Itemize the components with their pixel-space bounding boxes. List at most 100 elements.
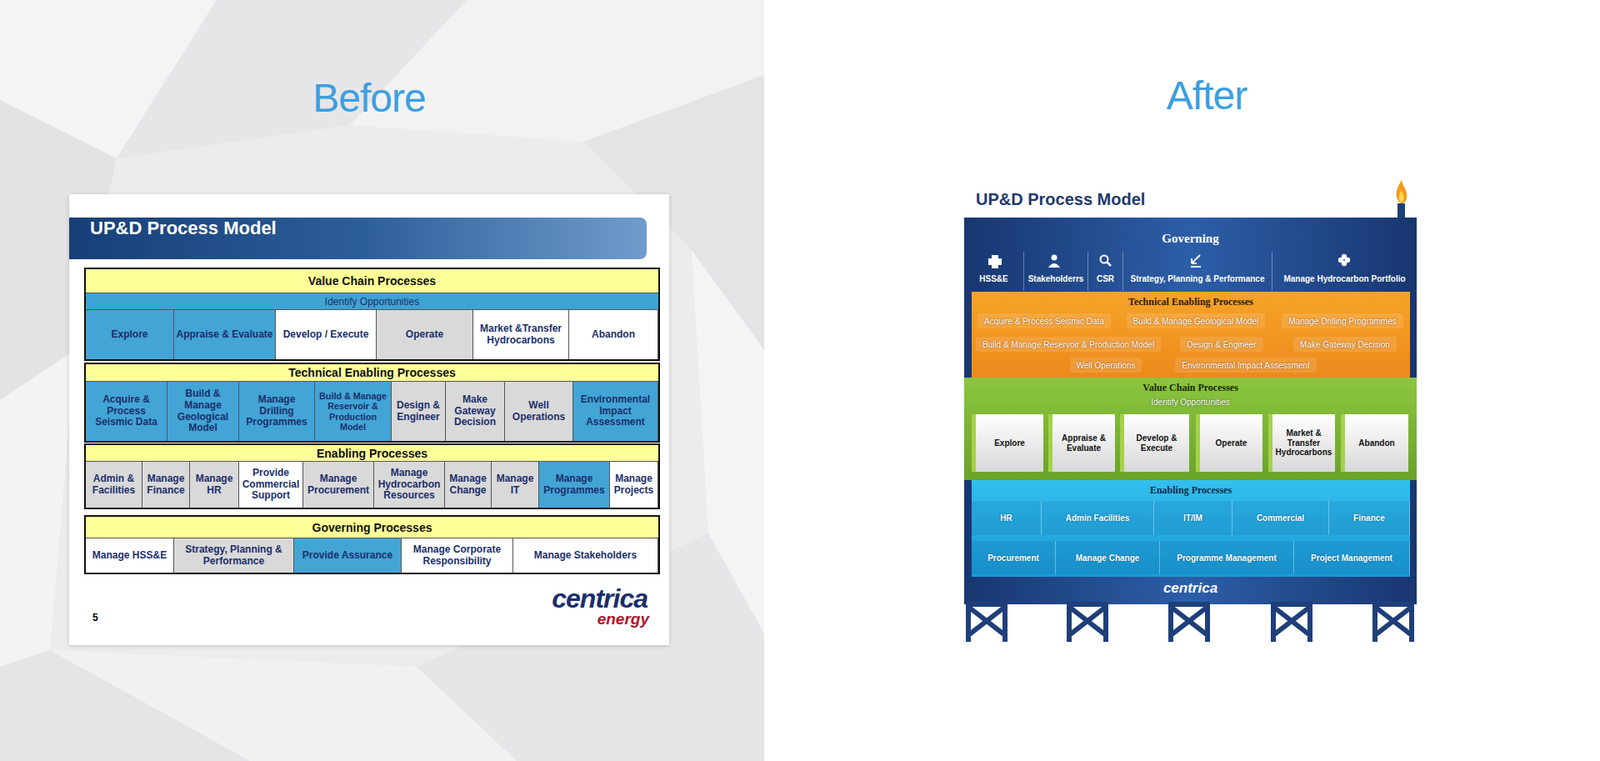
node-text: After [964,72,1450,119]
value-chain-box: Appraise & Evaluate [1048,414,1115,472]
node-text: Programme Management [1176,553,1276,563]
node-text: Design & Engineer [1186,340,1256,350]
flare-flame [1396,180,1408,204]
node-text: HR [1000,513,1012,523]
value-chain-box: Develop & Execute [1120,414,1190,472]
node-text: Strategy, Planning & Performance [175,544,292,568]
node-text: Manage IT [493,473,537,497]
process-box: Acquire & Process Seismic Data [85,381,168,441]
brand-subtitle: energy [597,610,650,627]
node-text: Technical Enabling Processes [971,295,1410,309]
process-box: Appraise & Evaluate [174,310,276,360]
value-chain-band: Value Chain ProcessesIdentify Opportunit… [964,377,1417,480]
node-text: Value Chain Processes [85,269,659,294]
process-box: Build & Manage Reservoir & Production Mo… [315,381,392,441]
node-text: Make Gateway Decision [1300,340,1390,350]
governing-band: GoverningHSS&E StakeholderrsCSRStrategy, … [964,226,1417,291]
node-text: Develop / Execute [283,329,370,341]
process-pill: Manage Drilling Programmes [1281,313,1404,329]
process-pill: Acquire & Process Seismic Data [977,313,1111,329]
node-text: Provide Assurance [302,550,393,562]
node-text: Governing [964,231,1417,246]
process-box: Design & Engineer [391,381,446,441]
process-group: Technical Enabling ProcessesAcquire & Pr… [85,364,659,441]
enabling-item: Admin Facilities [1041,500,1155,535]
node-text: Manage Finance [144,473,188,497]
node-text: Environmental Impact Assessment [575,394,656,429]
node-text: Manage Change [1075,553,1140,563]
flare-stack [1397,203,1405,219]
enabling-item: IT/IM [1154,500,1233,535]
node-text: Manage Drilling Programmes [1288,316,1397,326]
node-text: Commercial [1256,513,1305,523]
process-box: Strategy, Planning & Performance [174,538,295,573]
governing-item: Strategy, Planning & Performance [1122,251,1272,291]
node-text: Build & Manage Geological Model [1133,316,1260,326]
process-box: Admin & Facilities [85,461,143,508]
node-text: Provide Commercial Support [240,467,301,502]
node-text: Abandon [1358,438,1395,449]
node-text: Before [69,75,670,121]
node-text: Governing Processes [85,516,659,539]
node-text: UP&D Process Model [90,217,277,240]
process-pill: Design & Engineer [1180,336,1263,352]
node-text: Explore [110,329,148,341]
process-box: Provide Assurance [294,538,402,573]
node-text: Appraise & Evaluate [1055,433,1112,453]
node-text: Manage Programmes [540,473,608,497]
process-box: Operate [376,310,474,360]
process-box: Provide Commercial Support [239,461,304,508]
node-text: Market & Transfer Hydrocarbons [1275,428,1333,458]
node-text: Procurement [987,553,1040,563]
process-box: Manage Stakeholders [513,538,659,573]
platform-panel: AfterGoverningHSS&EStakeholderrsCSRStrat… [964,183,1417,643]
platform-leg [965,604,1008,642]
node-text: Admin & Facilities [87,473,140,497]
governing-icons [988,254,1350,269]
node-text: Design & Engineer [393,400,444,424]
governing-item: Stakeholderrs [1023,251,1088,291]
node-text: Build & Manage Geological Model [169,388,237,435]
page-number: 5 [92,611,99,624]
node-text: HSS&E [979,274,1008,284]
node-text: Develop & Execute [1127,433,1186,453]
governing-item: HSS&E [964,251,1024,291]
governing-item: CSR [1087,251,1123,291]
node-text: Explore [994,438,1025,449]
node-text: Identify Opportunities [325,295,420,308]
process-box: Market &Transfer Hydrocarbons [473,310,570,360]
node-text: Finance [1353,513,1385,523]
process-box: Make Gateway Decision [445,381,505,441]
node-text: Enabling Processes [971,484,1410,497]
process-box: Manage Procurement [303,461,375,508]
process-pill: Well Operations [1070,357,1143,373]
node-text: Enabling Processes [85,445,659,462]
node-text: Manage Stakeholders [534,550,637,562]
brand-logo: centrica [551,585,648,612]
node-text: Abandon [591,329,635,341]
enabling-item: Programme Management [1160,540,1295,575]
process-group: Enabling ProcessesAdmin & FacilitiesMana… [85,445,659,508]
platform-leg [1168,604,1210,642]
node-text: Admin Facilities [1065,513,1130,523]
process-box: Manage Hydrocarbon Resources [374,461,445,508]
process-box: Manage Corporate Responsibility [401,538,514,573]
node-text: Value Chain Processes [964,381,1417,395]
slide-panel: BeforeUP&D Process ModelValue Chain Proc… [69,194,670,645]
node-text: Project Management [1310,553,1393,563]
node-text: Appraise & Evaluate [175,329,273,341]
governing-item: Manage Hydrocarbon Portfolio [1271,251,1417,291]
platform-legs [965,604,1415,642]
brand-logo: centrica [964,580,1417,597]
node-text: Identify Opportunities [964,397,1417,407]
opportunity-band: Identify Opportunities [85,293,659,310]
process-box: Manage Projects [610,461,659,508]
process-box: Manage Change [445,461,492,508]
node-text: Build & Manage Reservoir & Production Mo… [316,390,390,433]
node-text: Technical Enabling Processes [85,364,659,382]
node-text: Well Operations [506,400,571,424]
node-text: Well Operations [1076,360,1136,370]
process-box: Abandon [569,310,659,360]
node-text: Operate [1215,438,1248,449]
platform-leg [1270,604,1313,642]
